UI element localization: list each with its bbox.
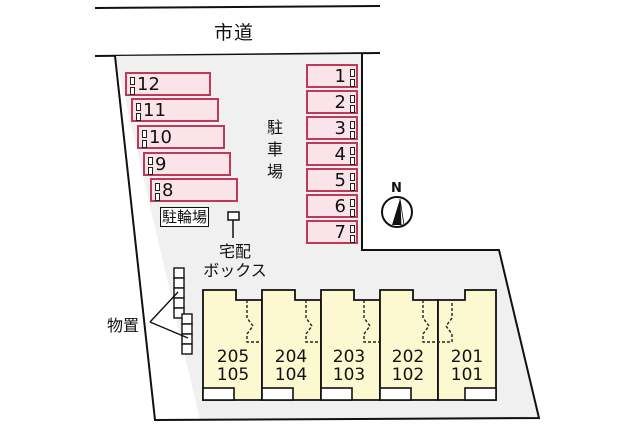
car-icon [350, 147, 355, 167]
car-icon [350, 173, 355, 193]
parking-space-10[interactable]: 10 [137, 125, 225, 149]
car-icon [130, 77, 135, 97]
car-icon [350, 95, 355, 115]
car-icon [350, 199, 355, 219]
apartment-building [202, 289, 497, 401]
parking-space-11[interactable]: 11 [131, 98, 219, 122]
parking-lot-label: 駐車場 [266, 118, 283, 181]
compass-north-label: N [391, 181, 402, 196]
parking-space-12[interactable]: 12 [125, 72, 211, 96]
car-icon [148, 157, 153, 177]
car-icon [350, 69, 355, 89]
car-icon [142, 130, 147, 150]
delivery-box-label: 宅配 ボックス [203, 242, 267, 280]
storage-leader-lines [149, 291, 189, 339]
parking-space-1[interactable]: 1 [306, 64, 358, 88]
road-edge-top [94, 5, 381, 9]
car-icon [350, 225, 355, 245]
storage-label: 物置 [107, 316, 140, 335]
car-icon [136, 103, 141, 123]
parking-space-4[interactable]: 4 [306, 142, 358, 166]
parking-space-8[interactable]: 8 [150, 178, 238, 202]
parking-space-6[interactable]: 6 [306, 194, 358, 218]
car-icon [155, 183, 160, 203]
car-icon [350, 121, 355, 141]
north-compass-icon [381, 196, 413, 228]
road-edge-bottom [94, 52, 381, 57]
bicycle-parking-label: 駐輪場 [160, 207, 210, 227]
parking-space-5[interactable]: 5 [306, 168, 358, 192]
delivery-box-icon [227, 211, 240, 238]
parking-space-7[interactable]: 7 [306, 220, 358, 244]
lot-boundary [114, 54, 541, 422]
parking-space-9[interactable]: 9 [143, 152, 231, 176]
parking-space-2[interactable]: 2 [306, 90, 358, 114]
road-label: 市道 [214, 22, 255, 44]
storage-units [173, 267, 193, 355]
parking-space-3[interactable]: 3 [306, 116, 358, 140]
